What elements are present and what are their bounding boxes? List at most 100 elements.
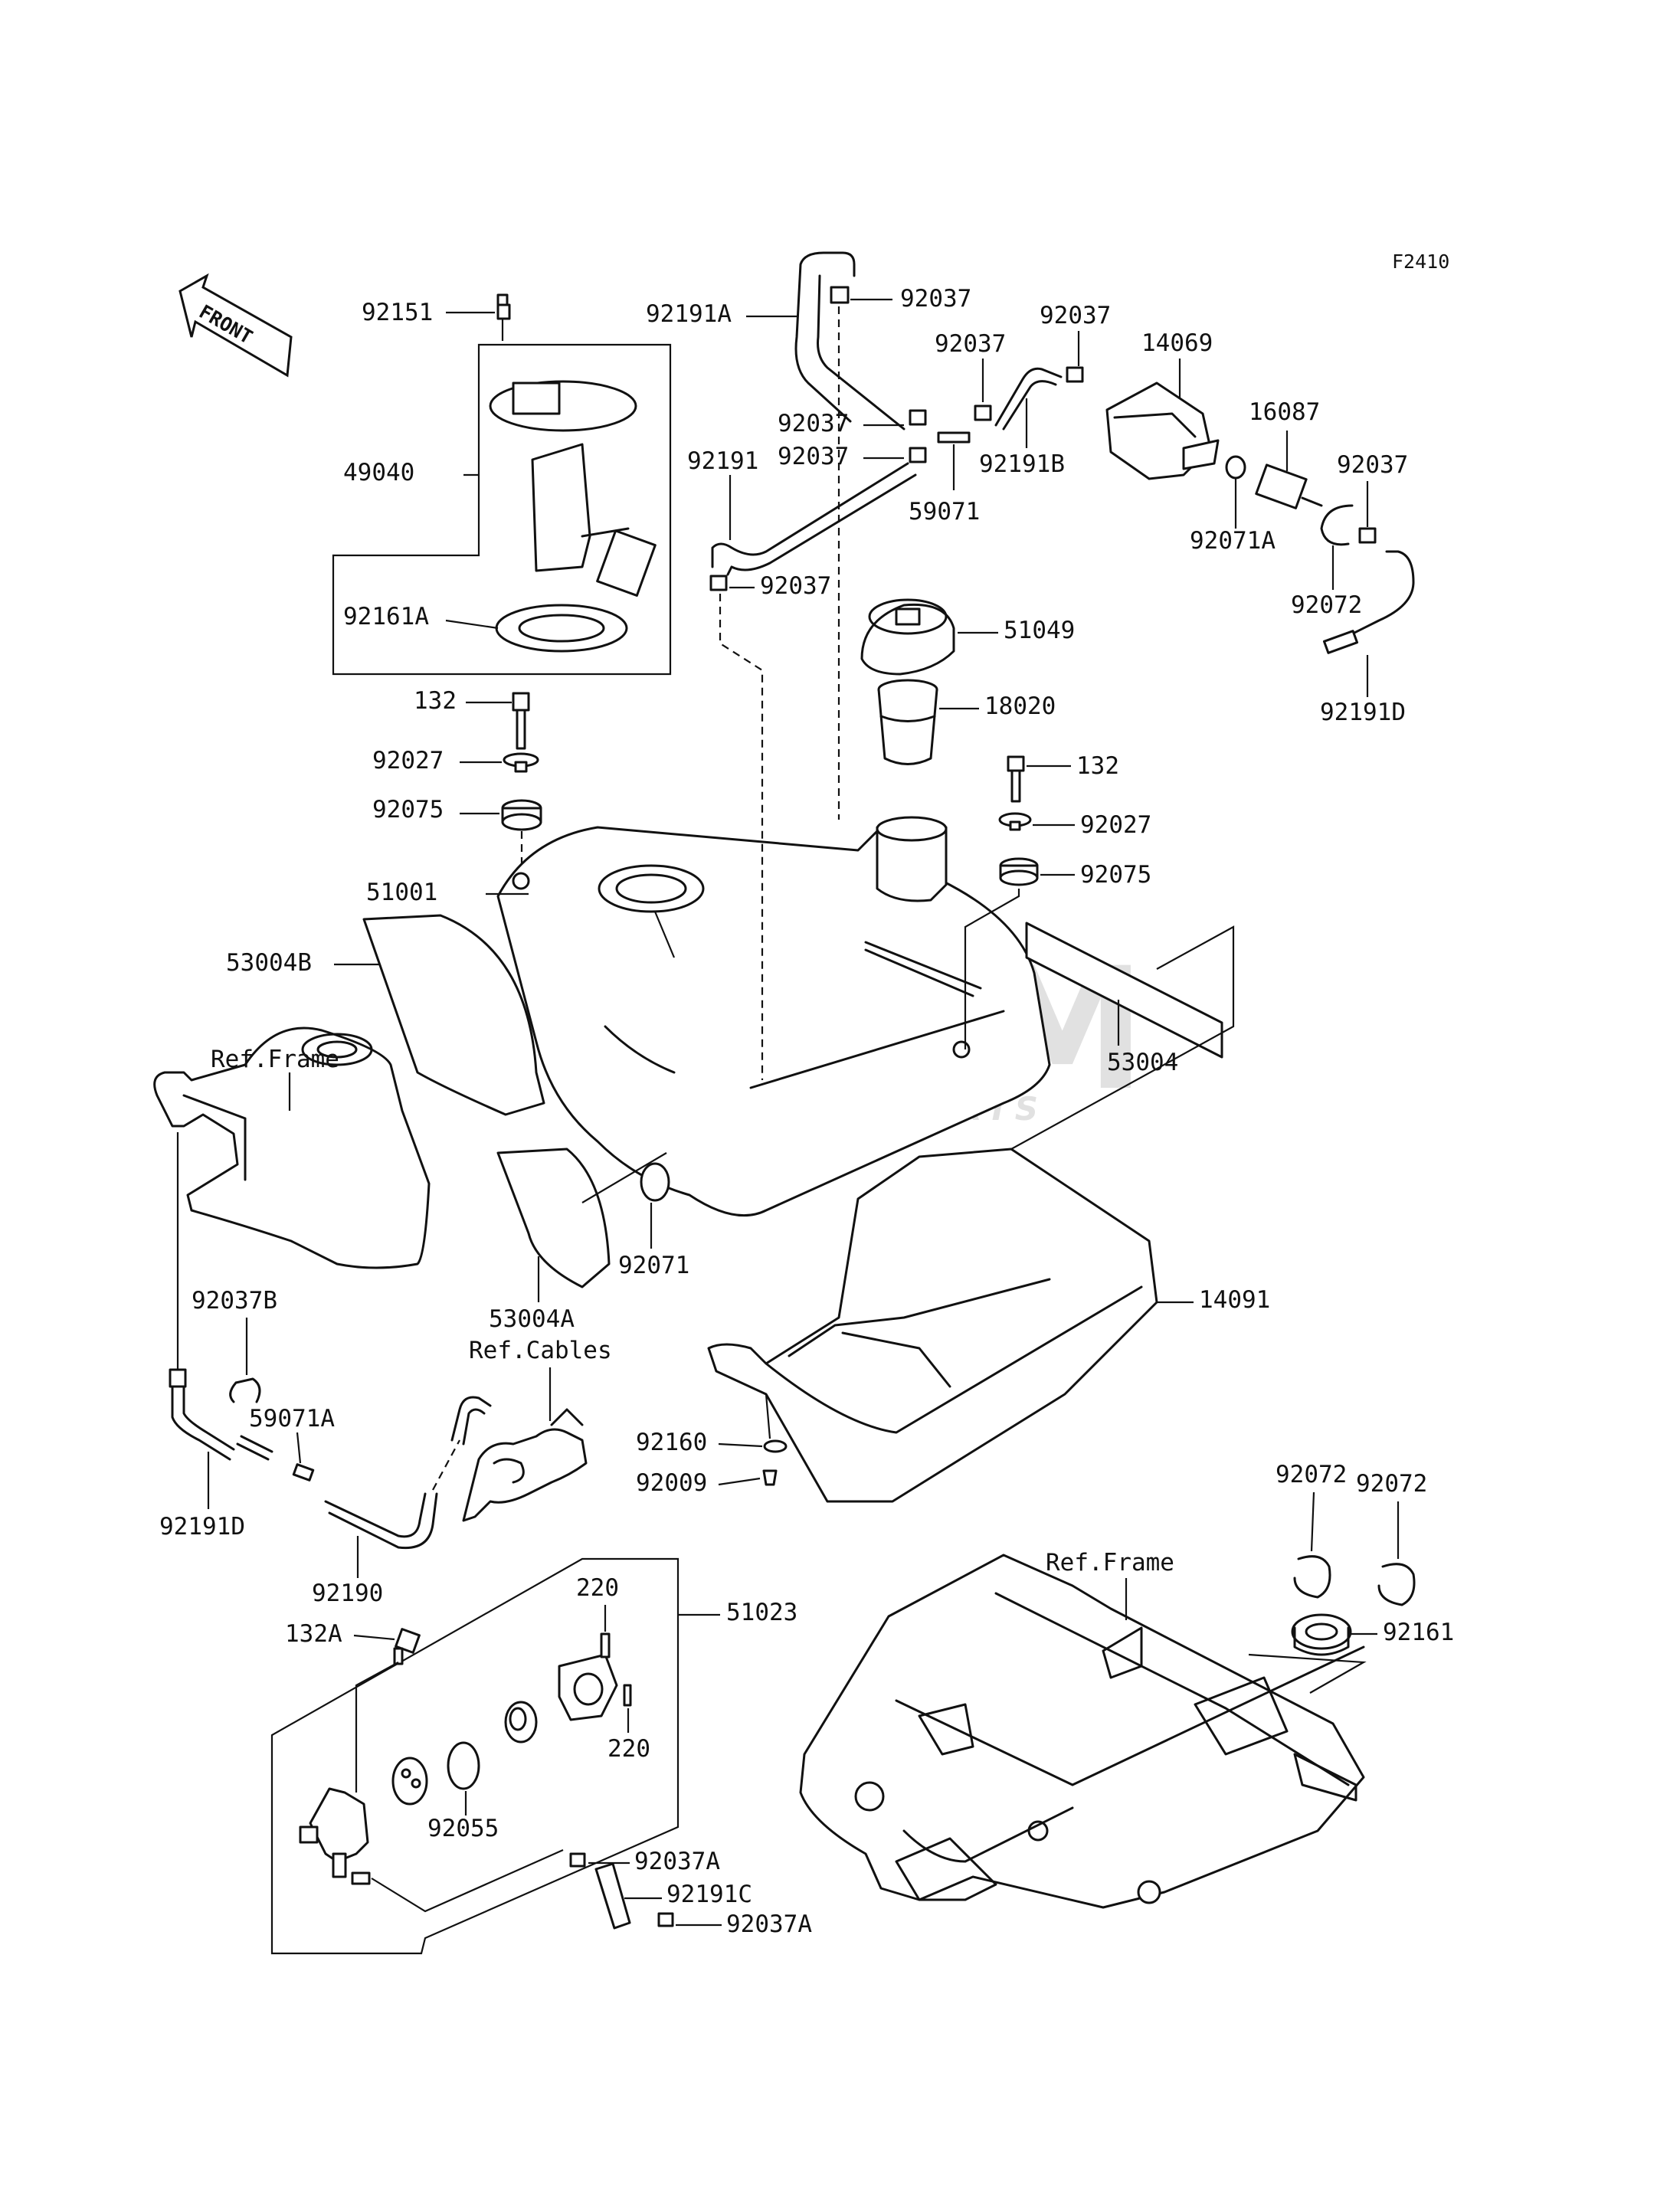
label-92072-a: 92072 — [1276, 1461, 1347, 1488]
hose-92191B — [994, 367, 1063, 431]
clamp-92037-mid — [909, 409, 927, 463]
label-220-b: 220 — [607, 1735, 650, 1763]
valve-assy-frame — [270, 1557, 680, 1955]
label-92037-b: 92037 — [778, 410, 849, 437]
label-53004B: 53004B — [226, 949, 312, 977]
joint-59071A — [236, 1435, 315, 1482]
label-92037-e: 92037 — [1040, 302, 1111, 329]
strainer-valve — [504, 1701, 538, 1744]
cap-51049 — [860, 598, 955, 676]
label-53004A: 53004A — [489, 1305, 575, 1333]
front-arrow-icon: FRONT — [178, 273, 293, 378]
clamp-92037B — [229, 1377, 261, 1403]
clamp-92037-top — [830, 286, 850, 304]
hose-92191 — [711, 462, 917, 576]
fuel-tank — [496, 816, 1051, 1217]
label-18020: 18020 — [984, 692, 1056, 720]
bolt-132A — [393, 1628, 421, 1665]
grommet-92075-left — [501, 799, 542, 831]
hose-92191A — [794, 251, 905, 431]
label-132-right: 132 — [1076, 752, 1119, 780]
label-92191: 92191 — [687, 447, 758, 475]
label-92190: 92190 — [312, 1580, 383, 1607]
label-92160: 92160 — [636, 1429, 707, 1456]
joint-59071 — [937, 431, 971, 444]
label-92009: 92009 — [636, 1469, 707, 1497]
fuel-valve — [299, 1787, 371, 1885]
grommet-92075-right — [999, 857, 1039, 886]
pad-53004B — [362, 914, 545, 1116]
label-92072-b: 92072 — [1356, 1470, 1427, 1498]
label-132-left: 132 — [414, 687, 457, 715]
label-220-a: 220 — [576, 1574, 619, 1602]
clamp-92037-f — [1358, 527, 1377, 544]
label-92075-right: 92075 — [1080, 861, 1151, 889]
plate-220 — [558, 1632, 632, 1721]
hose-92191D-right — [1322, 550, 1415, 654]
label-92055: 92055 — [427, 1815, 499, 1842]
label-92161A: 92161A — [343, 603, 429, 630]
label-92037-a: 92037 — [900, 285, 971, 313]
boot-92161 — [1291, 1613, 1352, 1656]
pad-53004A — [496, 1148, 611, 1288]
label-59071: 59071 — [909, 498, 980, 526]
label-92191D-right: 92191D — [1320, 699, 1406, 726]
label-92037-f: 92037 — [1337, 451, 1408, 479]
ref-cables: Ref.Cables — [469, 1337, 612, 1364]
hose-92190 — [324, 1396, 492, 1550]
gasket-92055-group — [391, 1741, 480, 1806]
label-92037A-a: 92037A — [634, 1848, 720, 1875]
bolt-92151 — [496, 303, 511, 320]
grommet-92071 — [640, 1162, 670, 1202]
label-92037-g: 92037 — [760, 572, 831, 600]
clamp-92037A-a — [569, 1852, 586, 1868]
label-92071A: 92071A — [1190, 527, 1276, 555]
label-14069: 14069 — [1141, 329, 1213, 357]
label-92151: 92151 — [362, 299, 433, 326]
label-92191A: 92191A — [646, 300, 732, 328]
label-92161: 92161 — [1383, 1619, 1454, 1646]
hose-92191D-left — [169, 1368, 235, 1461]
frame-right — [799, 1554, 1365, 1909]
ref-frame-left: Ref.Frame — [211, 1046, 339, 1073]
bolt-132-right — [1007, 755, 1025, 803]
label-92037A-b: 92037A — [726, 1911, 812, 1938]
washer-92027-right — [998, 812, 1032, 831]
label-92072-right: 92072 — [1291, 591, 1362, 619]
strainer-18020 — [877, 679, 938, 765]
clamp-92072-a — [1293, 1555, 1331, 1599]
canister-14069 — [1105, 381, 1220, 480]
clamp-92037-b2 — [974, 404, 992, 421]
ref-frame-right: Ref.Frame — [1046, 1549, 1174, 1577]
clamp-92072-right — [1320, 504, 1354, 546]
label-92027-right: 92027 — [1080, 811, 1151, 839]
label-51049: 51049 — [1004, 617, 1075, 644]
label-132A: 132A — [285, 1620, 342, 1648]
fuel-pump-assembly — [332, 293, 672, 676]
label-92075-left: 92075 — [372, 796, 444, 823]
grommet-92071A — [1225, 455, 1246, 480]
bolt-132-left — [512, 692, 530, 750]
label-14091: 14091 — [1199, 1286, 1270, 1314]
strip-53004 — [1025, 922, 1223, 1059]
washer-92160 — [763, 1439, 788, 1453]
label-92191C: 92191C — [666, 1881, 752, 1908]
label-92027-left: 92027 — [372, 747, 444, 774]
diagram-code: F2410 — [1392, 250, 1449, 273]
hose-92191C — [594, 1862, 631, 1930]
filter-16087 — [1255, 463, 1323, 509]
clamp-92037A-b — [657, 1912, 674, 1927]
bolt-92009 — [762, 1469, 778, 1486]
label-92037-c: 92037 — [778, 443, 849, 470]
clamp-92072-b — [1377, 1563, 1416, 1606]
label-92037-d: 92037 — [935, 330, 1006, 358]
clamp-92037-e — [1066, 366, 1084, 383]
washer-92027-left — [503, 752, 539, 773]
label-92191B: 92191B — [979, 450, 1065, 478]
label-16087: 16087 — [1249, 398, 1320, 426]
label-92071: 92071 — [618, 1252, 689, 1279]
frame-left — [153, 1026, 431, 1269]
label-51023: 51023 — [726, 1599, 797, 1626]
